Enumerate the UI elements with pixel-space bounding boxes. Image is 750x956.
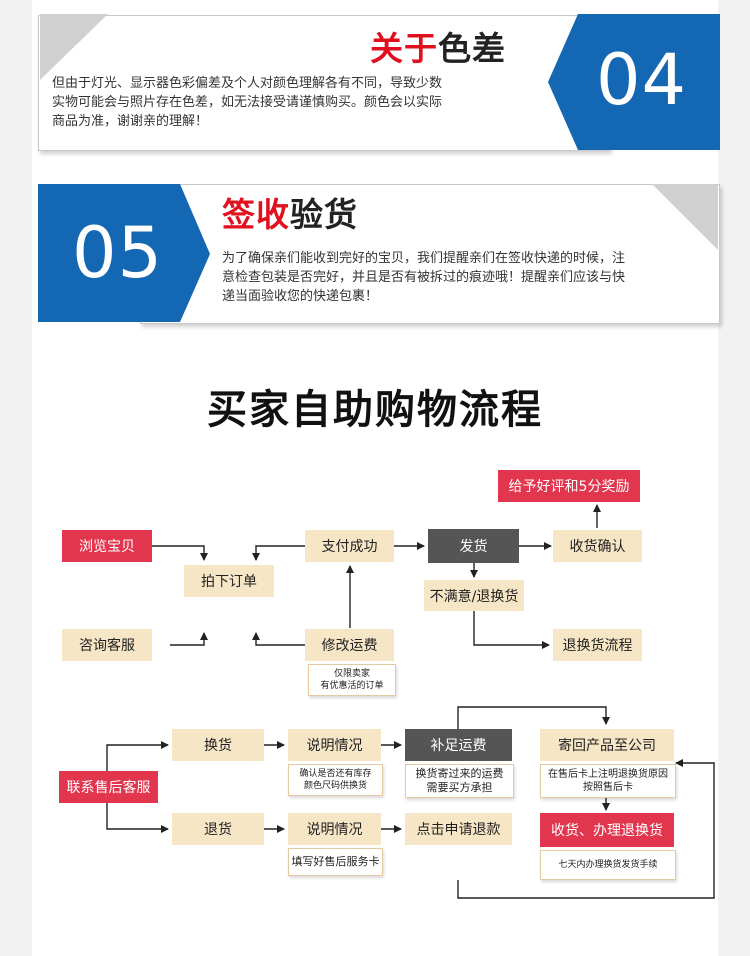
send-back-note-line: 在售后卡上注明退换货原因 [548,769,668,780]
apply-refund-box: 点击申请退款 [405,813,512,845]
pay-success-box: 支付成功 [305,530,394,562]
number-badge-04 [40,14,720,150]
supplement-shipping-box: 补足运费 [405,729,512,761]
supplement-note-line: 换货寄过来的运费 [415,767,504,780]
color-difference-title: 关于色差 [370,32,506,65]
color-difference-title-black: 色差 [438,29,506,68]
inspection-title-black: 验货 [290,195,358,234]
inspection-text: 为了确保亲们能收到完好的宝贝，我们提醒亲们在签收快递的时候，注 意检查包装是否完… [222,249,717,306]
section-number-04: 04 [596,39,688,121]
receive-note: 七天内办理换货发货手续 [540,850,676,880]
after-sales-box: 联系售后客服 [59,771,158,803]
modify-shipping-box: 修改运费 [305,629,394,661]
unsatisfied-box: 不满意/退换货 [424,580,524,611]
explain-note-1: 确认是否还有库存颜色尺码供换货 [288,764,383,796]
reward-box: 给予好评和5分奖励 [498,470,640,502]
modify-shipping-note: 仅限卖家有优惠活的订单 [308,664,396,696]
explain-box-2: 说明情况 [288,813,381,845]
supplement-note: 换货寄过来的运费需要买方承担 [405,764,514,798]
send-back-box: 寄回产品至公司 [540,729,674,761]
inspection-line: 递当面验收您的快递包裹！ [222,289,379,304]
explain-note-2: 填写好售后服务卡 [288,848,383,876]
modify-note-line: 有优惠活的订单 [320,681,384,691]
inspection-line: 为了确保亲们能收到完好的宝贝，我们提醒亲们在签收快递的时候，注 [222,251,626,266]
inspection-title: 签收验货 [222,198,358,231]
confirm-receipt-box: 收货确认 [553,530,642,562]
color-difference-title-red: 关于 [370,29,438,68]
exchange-box: 换货 [172,729,264,761]
explain-note-line: 颜色尺码供换货 [303,781,367,791]
send-back-note-line: 按照售后卡 [583,782,633,793]
place-order-box: 拍下订单 [184,565,274,597]
modify-note-line: 仅限卖家 [333,669,370,679]
color-difference-text: 但由于灯光、显示器色彩偏差及个人对颜色理解各有不同，导致少数 实物可能会与照片存… [52,74,552,131]
browse-box: 浏览宝贝 [62,530,152,562]
number-badge-05 [38,184,718,322]
inspection-card [140,184,720,324]
inspection-title-red: 签收 [222,195,290,234]
color-difference-line: 实物可能会与照片存在色差，如无法接受请谨慎购买。颜色会以实际 [52,95,443,110]
ship-box: 发货 [428,529,519,563]
color-difference-line: 商品为准，谢谢亲的理解！ [52,114,209,129]
supplement-note-line: 需要买方承担 [426,781,493,794]
send-back-note: 在售后卡上注明退换货原因按照售后卡 [540,764,676,798]
color-difference-card [38,15,610,151]
refund-box: 退货 [172,813,264,845]
explain-box-1: 说明情况 [288,729,381,761]
receive-process-box: 收货、办理退换货 [540,813,674,847]
explain-note-line: 确认是否还有库存 [299,769,372,779]
color-difference-line: 但由于灯光、显示器色彩偏差及个人对颜色理解各有不同，导致少数 [52,76,443,91]
section-number-05: 05 [72,212,164,294]
inspection-line: 意检查包装是否完好，并且是否有被拆过的痕迹哦！提醒亲们应该与快 [222,270,626,285]
flow-title: 买家自助购物流程 [207,387,543,433]
consult-box: 咨询客服 [62,629,152,661]
return-flow-box: 退换货流程 [553,629,642,661]
